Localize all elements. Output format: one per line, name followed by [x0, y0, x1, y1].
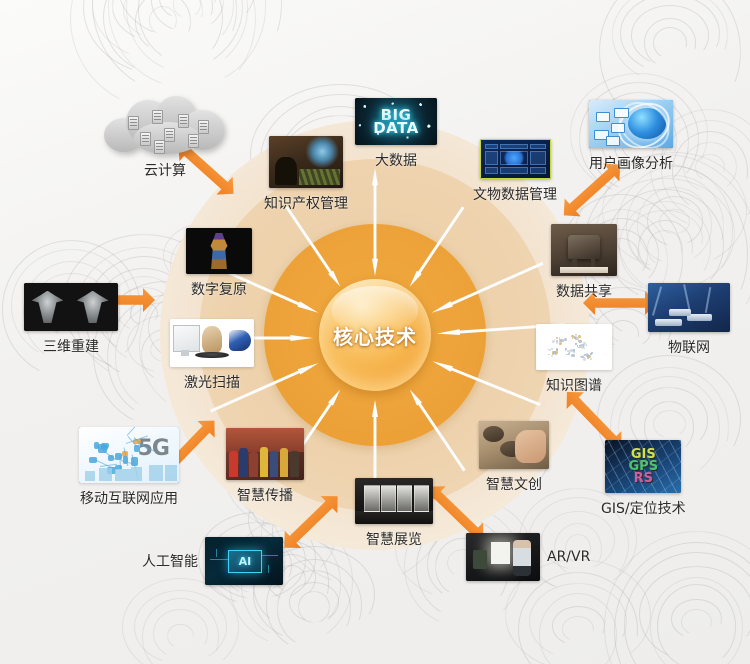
spoke-arrow — [372, 168, 378, 276]
big-data-photo: BIG DATA — [355, 98, 437, 145]
node-label: GIS/定位技术 — [601, 501, 686, 517]
connector-arrow — [83, 288, 155, 312]
node-label: 文物数据管理 — [473, 187, 557, 203]
node-artificial-intelligence[interactable]: 人工智能 AI — [142, 537, 283, 585]
digital-restoration-photo — [186, 228, 252, 274]
ip-management-photo — [269, 136, 343, 188]
node-label: 知识产权管理 — [264, 196, 348, 212]
node-smart-exhibition[interactable]: 智慧展览 — [355, 478, 433, 549]
node-label: AR/VR — [547, 549, 591, 565]
node-ar-vr[interactable]: AR/VR — [466, 533, 590, 581]
core-technology-sphere[interactable]: 核心技术 — [319, 279, 431, 391]
node-3d-reconstruction[interactable]: 三维重建 — [24, 283, 118, 356]
knowledge-graph-photo — [536, 324, 612, 370]
node-label: 智慧传播 — [237, 488, 293, 504]
node-label: 智慧展览 — [366, 532, 422, 548]
node-big-data[interactable]: BIG DATA 大数据 — [355, 98, 437, 170]
mobile-internet-5g-photo: 5G — [79, 427, 179, 483]
node-mobile-internet-application[interactable]: 5G 移动互联网应用 — [79, 427, 179, 508]
node-cloud-computing[interactable]: 云计算 — [104, 96, 226, 180]
node-label: 人工智能 — [142, 554, 198, 570]
node-label: 知识图谱 — [546, 378, 602, 394]
node-label: 移动互联网应用 — [80, 491, 178, 507]
3d-reconstruction-photo — [24, 283, 118, 331]
5g-image-text: 5G — [137, 435, 170, 461]
node-label: 激光扫描 — [184, 375, 240, 391]
node-data-sharing[interactable]: 数据共享 — [551, 224, 617, 301]
node-label: 物联网 — [668, 340, 710, 356]
node-label: 数据共享 — [556, 284, 612, 300]
node-label: 大数据 — [375, 153, 417, 169]
ai-image-text: AI — [238, 555, 252, 569]
user-profile-analysis-photo — [589, 100, 673, 148]
smart-cultural-creative-photo — [479, 421, 549, 469]
node-label: 云计算 — [144, 163, 186, 179]
connector-arrow — [558, 384, 629, 457]
node-digital-restoration[interactable]: 数字复原 — [186, 228, 252, 299]
node-label: 智慧文创 — [486, 477, 542, 493]
node-relic-data-management[interactable]: 文物数据管理 — [473, 139, 557, 204]
node-smart-cultural-creative[interactable]: 智慧文创 — [479, 421, 549, 494]
node-label: 三维重建 — [43, 339, 99, 355]
connector-arrow — [420, 478, 491, 548]
data-sharing-photo — [551, 224, 617, 276]
node-ip-management[interactable]: 知识产权管理 — [264, 136, 348, 213]
artificial-intelligence-photo: AI — [205, 537, 283, 585]
connector-arrow — [276, 488, 346, 557]
smart-communication-photo — [226, 428, 304, 480]
node-knowledge-graph[interactable]: 知识图谱 — [536, 324, 612, 395]
node-laser-scanning[interactable]: 激光扫描 — [170, 319, 254, 392]
node-internet-of-things[interactable]: 物联网 — [648, 283, 730, 357]
laser-scanning-photo — [170, 319, 254, 367]
internet-of-things-photo — [648, 283, 730, 332]
node-smart-communication[interactable]: 智慧传播 — [226, 428, 304, 505]
smart-exhibition-photo — [355, 478, 433, 524]
connector-arrow — [556, 156, 629, 225]
node-label: 数字复原 — [191, 282, 247, 298]
node-label: 用户画像分析 — [589, 156, 673, 172]
core-label: 核心技术 — [333, 324, 417, 349]
ar-vr-photo — [466, 533, 540, 581]
connector-arrow — [170, 135, 241, 202]
cloud-computing-icon — [104, 96, 226, 158]
node-user-profile-analysis[interactable]: 用户画像分析 — [589, 100, 673, 173]
connector-arrow — [583, 291, 657, 315]
relic-data-dashboard-photo — [479, 139, 551, 179]
